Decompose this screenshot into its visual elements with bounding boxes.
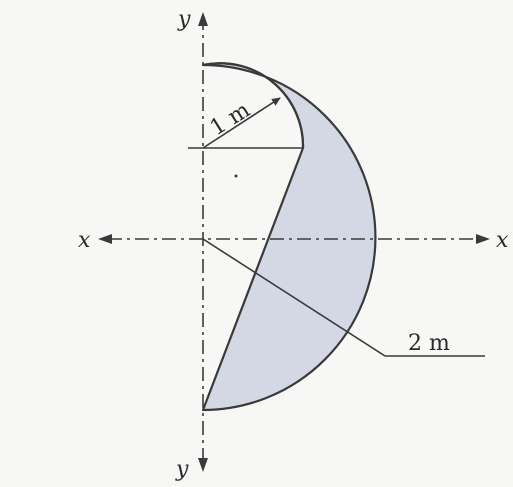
y-axis-label-top: y [177, 7, 191, 32]
large-radius-line [202, 238, 386, 357]
small-radius-line [202, 97, 281, 149]
y-axis-label-bottom: y [175, 457, 189, 482]
center-dot [234, 174, 238, 178]
small-radius-label: 1 m [206, 98, 255, 141]
small-circle-arc [202, 62, 305, 149]
x-axis-label-right: x [496, 228, 509, 253]
y-axis-arrow-up [198, 12, 208, 26]
large-radius-label: 2 m [408, 331, 450, 356]
x-axis-arrow-right [476, 234, 490, 244]
x-axis-label-left: x [78, 228, 91, 253]
x-axis-arrow-left [98, 234, 112, 244]
y-axis-arrow-down [198, 458, 208, 472]
